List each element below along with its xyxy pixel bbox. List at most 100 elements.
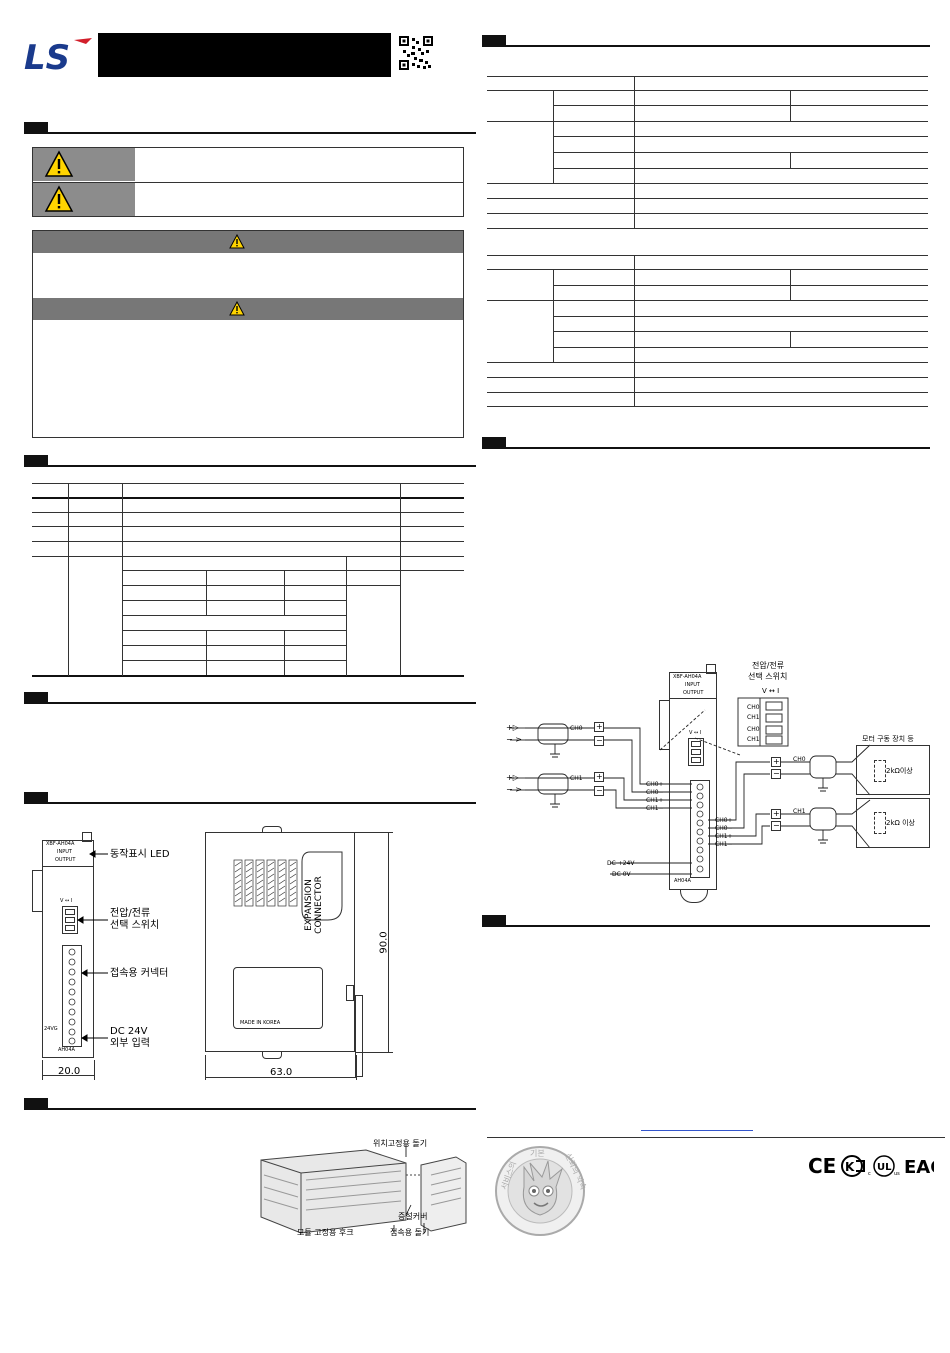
caution-header-bar: [33, 298, 463, 320]
wiring-model: XBF-AH04A: [673, 674, 702, 680]
plus-sign: +: [773, 757, 780, 766]
qr-code-icon: [399, 36, 433, 70]
out-ch0m-label: CH0−: [715, 825, 733, 832]
warning-detail-box: [32, 230, 464, 438]
resistor-icon: [874, 760, 886, 782]
wiring-switch-label-1: 전압/전류: [752, 661, 785, 670]
section-rule: [24, 465, 476, 467]
module-model: XBF-AH04A: [46, 841, 75, 847]
ch0-in-label: CH0: [570, 725, 583, 732]
seal-top-text: 기본: [530, 1149, 545, 1158]
section-tab-specs: [24, 455, 48, 466]
switch-label-2: 선택 스위치: [110, 920, 160, 931]
divider: [669, 698, 717, 699]
wiring-diagram-lines: [510, 709, 871, 875]
svg-text:EAC: EAC: [904, 1157, 934, 1178]
dim-tick: [94, 1060, 95, 1080]
dim-width-side: 63.0: [270, 1067, 293, 1078]
ch0m-label: CH0−: [646, 789, 664, 796]
warning-triangle-icon: [44, 150, 74, 182]
label-area: [233, 967, 323, 1029]
out-ch1p-label: CH1+: [715, 833, 733, 840]
minus-sign: −: [596, 786, 603, 795]
mascot-seal: [490, 1145, 590, 1237]
out-ch0-label: CH0: [793, 756, 806, 763]
terminal-plus-4: [771, 809, 781, 819]
conn-label: 접속용 돌기: [390, 1228, 430, 1237]
section-rule: [24, 132, 476, 134]
divider: [32, 182, 464, 183]
input-arrow-icon: − >: [506, 785, 522, 794]
module-output: OUTPUT: [55, 857, 76, 863]
module-input: INPUT: [57, 849, 72, 855]
section-tab-safety: [24, 122, 48, 133]
install-illustration: [256, 1135, 471, 1245]
out-ch1m-label: CH1−: [715, 841, 733, 848]
section-rule: [24, 802, 476, 804]
svg-text:LS: LS: [24, 38, 70, 76]
dim-line: [42, 1075, 94, 1076]
module-top-clip: [82, 832, 92, 842]
terminal-block[interactable]: [62, 945, 82, 1047]
dc24-label: DC +24V: [607, 860, 635, 867]
section-tab-performance: [482, 35, 506, 46]
dim-line: [205, 1077, 357, 1078]
wiring-switch-label-2: 선택 스위치: [748, 672, 788, 681]
terminal-minus-4: [771, 821, 781, 831]
out-ch0p-label: CH0+: [715, 817, 733, 824]
dim-width-front: 20.0: [58, 1066, 81, 1077]
led-label: 동작표시 LED: [110, 849, 170, 860]
switch-label-1: 전압/전류: [110, 908, 151, 919]
terminal-plus-2: [594, 772, 604, 782]
section-tab-warranty: [482, 915, 506, 926]
module-side-bracket: [32, 870, 43, 912]
section-tab-dimensions: [24, 792, 48, 803]
dc-label-1: DC 24V: [110, 1026, 148, 1037]
svg-text:CE: CE: [808, 1154, 836, 1178]
footer-rule: [487, 1137, 945, 1138]
terminal-plus-1: [594, 722, 604, 732]
plus-sign: +: [596, 772, 603, 781]
dim-height: 90.0: [378, 931, 390, 954]
dim-tick: [355, 832, 393, 833]
link-underline[interactable]: [641, 1130, 753, 1131]
caution-small-icon: [229, 300, 245, 320]
dim-tick: [205, 1055, 206, 1080]
wiring-module-top: [706, 664, 716, 674]
ch1-in-label: CH1: [570, 775, 583, 782]
wiring-terminal-block[interactable]: [690, 780, 710, 878]
dim-line: [388, 832, 389, 1052]
module-ah04a: AH04A: [58, 1047, 75, 1053]
ch1m-label: CH1−: [646, 805, 664, 812]
switch-detail-ch1b: CH1: [747, 736, 760, 743]
minus-sign: −: [596, 736, 603, 745]
warning-small-icon: [229, 233, 245, 253]
section-tab-wiring: [482, 437, 506, 448]
switch-detail: [736, 688, 794, 748]
wiring-input: INPUT: [685, 682, 700, 688]
dim-tick: [355, 1052, 393, 1053]
caution-triangle-icon: [44, 185, 74, 217]
side-bottom-bump: [262, 1052, 282, 1059]
input-arrow-icon: +▷: [506, 723, 519, 732]
resistor-icon: [874, 812, 886, 834]
section-rule: [482, 925, 930, 927]
expansion-connector-label: EXPANSION CONNECTOR: [303, 876, 324, 934]
dim-tick: [356, 1055, 357, 1080]
section-tab-install: [24, 1098, 48, 1109]
section-rule: [482, 447, 930, 449]
section-rule: [482, 45, 930, 47]
switch-detail-ch1a: CH1: [747, 714, 760, 721]
minus-sign: −: [773, 821, 780, 830]
made-in-korea: MADE IN KOREA: [240, 1020, 281, 1026]
wiring-module: [669, 672, 717, 890]
vent-slots: [232, 858, 302, 912]
wiring-side-bracket: [659, 700, 670, 750]
title-bar: [98, 33, 391, 77]
side-top-bump: [262, 826, 282, 833]
terminal-minus-2: [594, 786, 604, 796]
svg-text:us: us: [894, 1171, 900, 1177]
lock-label: 위치고정용 돌기: [373, 1139, 428, 1148]
svg-text:c: c: [868, 1171, 871, 1177]
